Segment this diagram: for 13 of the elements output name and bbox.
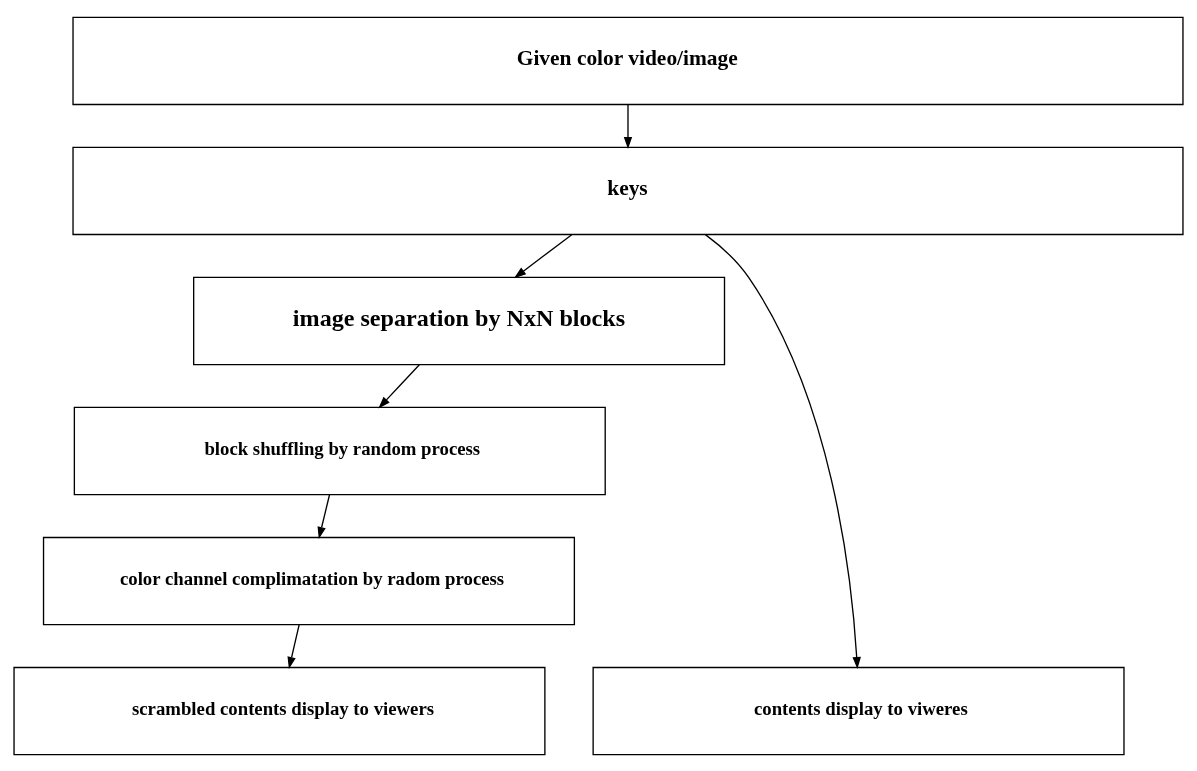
node-box: image separation by NxN blocks — [193, 276, 726, 365]
node-box: block shuffling by random process — [73, 406, 606, 495]
arrow — [623, 103, 633, 149]
arrow — [287, 623, 300, 669]
node-box: Given color video/image — [72, 16, 1184, 105]
arrow — [514, 233, 573, 278]
node-box: keys — [72, 146, 1184, 235]
arrow — [378, 363, 421, 408]
node-box: color channel complimatation by radom process — [42, 536, 576, 625]
arrow — [317, 493, 331, 539]
node-box: scrambled contents display to viewers — [13, 666, 546, 755]
node-box: contents display to viweres — [592, 666, 1125, 755]
arrow — [704, 233, 861, 669]
